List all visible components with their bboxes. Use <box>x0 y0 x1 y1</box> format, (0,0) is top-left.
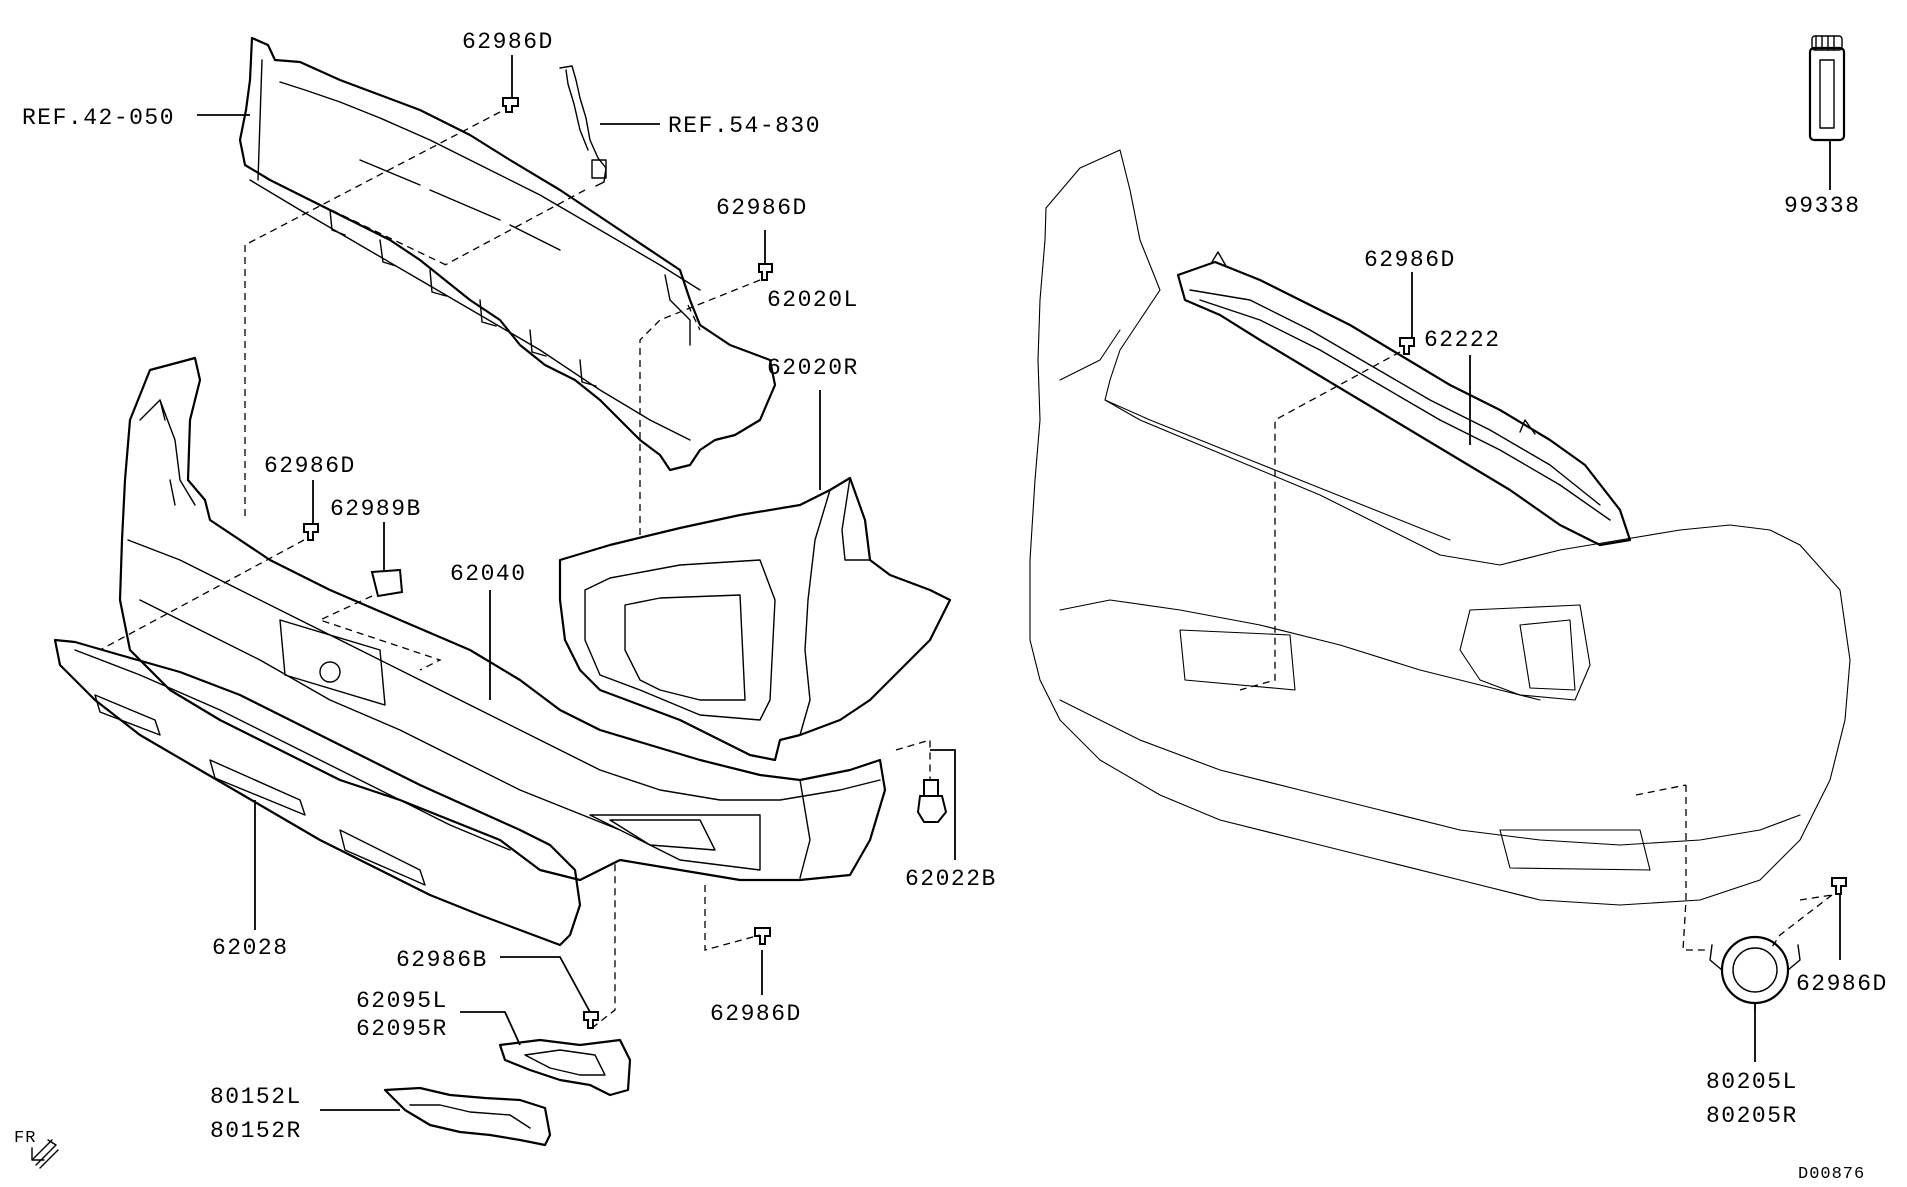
label-62989B: 62989B <box>330 496 422 522</box>
bumper-fascia <box>118 356 887 882</box>
clip-62986D-right-lower <box>1831 877 1847 895</box>
label-ref-42-050: REF.42-050 <box>22 105 175 131</box>
clip-62986D-right-grille <box>1399 337 1415 355</box>
assembled-bumper <box>1029 149 1851 906</box>
label-62986B: 62986B <box>396 947 488 973</box>
clip-62022B <box>916 779 948 823</box>
grease-tube-99338 <box>1808 35 1846 142</box>
fog-bezel-62095 <box>498 1038 632 1097</box>
label-62986D-right-grille: 62986D <box>1364 247 1456 273</box>
wire-harness <box>559 65 607 187</box>
label-62040: 62040 <box>450 561 527 587</box>
label-62095L: 62095L <box>356 988 448 1014</box>
label-62986D-bottom: 62986D <box>710 1001 802 1027</box>
label-62986D-left: 62986D <box>264 453 356 479</box>
fr-arrow-icon <box>31 1139 59 1169</box>
label-62986D-upper-mid: 62986D <box>716 195 808 221</box>
label-99338: 99338 <box>1784 193 1861 219</box>
label-62020R: 62020R <box>767 355 859 381</box>
label-80205L: 80205L <box>1706 1069 1798 1095</box>
leader-lines <box>197 55 1841 1111</box>
grille-insert-62222 <box>1176 251 1632 547</box>
fog-lamp-80205 <box>1709 935 1801 1013</box>
label-80152R: 80152R <box>210 1118 302 1144</box>
label-62222: 62222 <box>1424 327 1501 353</box>
label-80205R: 80205R <box>1706 1103 1798 1129</box>
label-62986D-top: 62986D <box>462 29 554 55</box>
label-80152L: 80152L <box>210 1084 302 1110</box>
clip-62989B <box>370 568 404 598</box>
alignment-dashes <box>99 111 1833 1029</box>
grille-panel <box>558 476 952 762</box>
clip-62986D-top <box>502 97 519 113</box>
label-62095R: 62095R <box>356 1016 448 1042</box>
label-62986D-right-lower: 62986D <box>1796 971 1888 997</box>
clip-62986D-bottom <box>754 927 771 945</box>
label-62028: 62028 <box>212 935 289 961</box>
label-62022B: 62022B <box>905 866 997 892</box>
label-fr: FR <box>14 1129 36 1148</box>
clip-62986D-upper-mid <box>758 263 773 281</box>
label-62020L: 62020L <box>767 287 859 313</box>
clip-62986D-left <box>303 523 319 541</box>
part-labels: REF.42-050 REF.54-830 62986D 62986D 6202… <box>14 29 1888 1184</box>
diagram-code: D00876 <box>1798 1165 1865 1184</box>
lower-spoiler <box>53 638 582 947</box>
fog-cover-80152 <box>383 1086 552 1147</box>
label-ref-54-830: REF.54-830 <box>668 113 821 139</box>
